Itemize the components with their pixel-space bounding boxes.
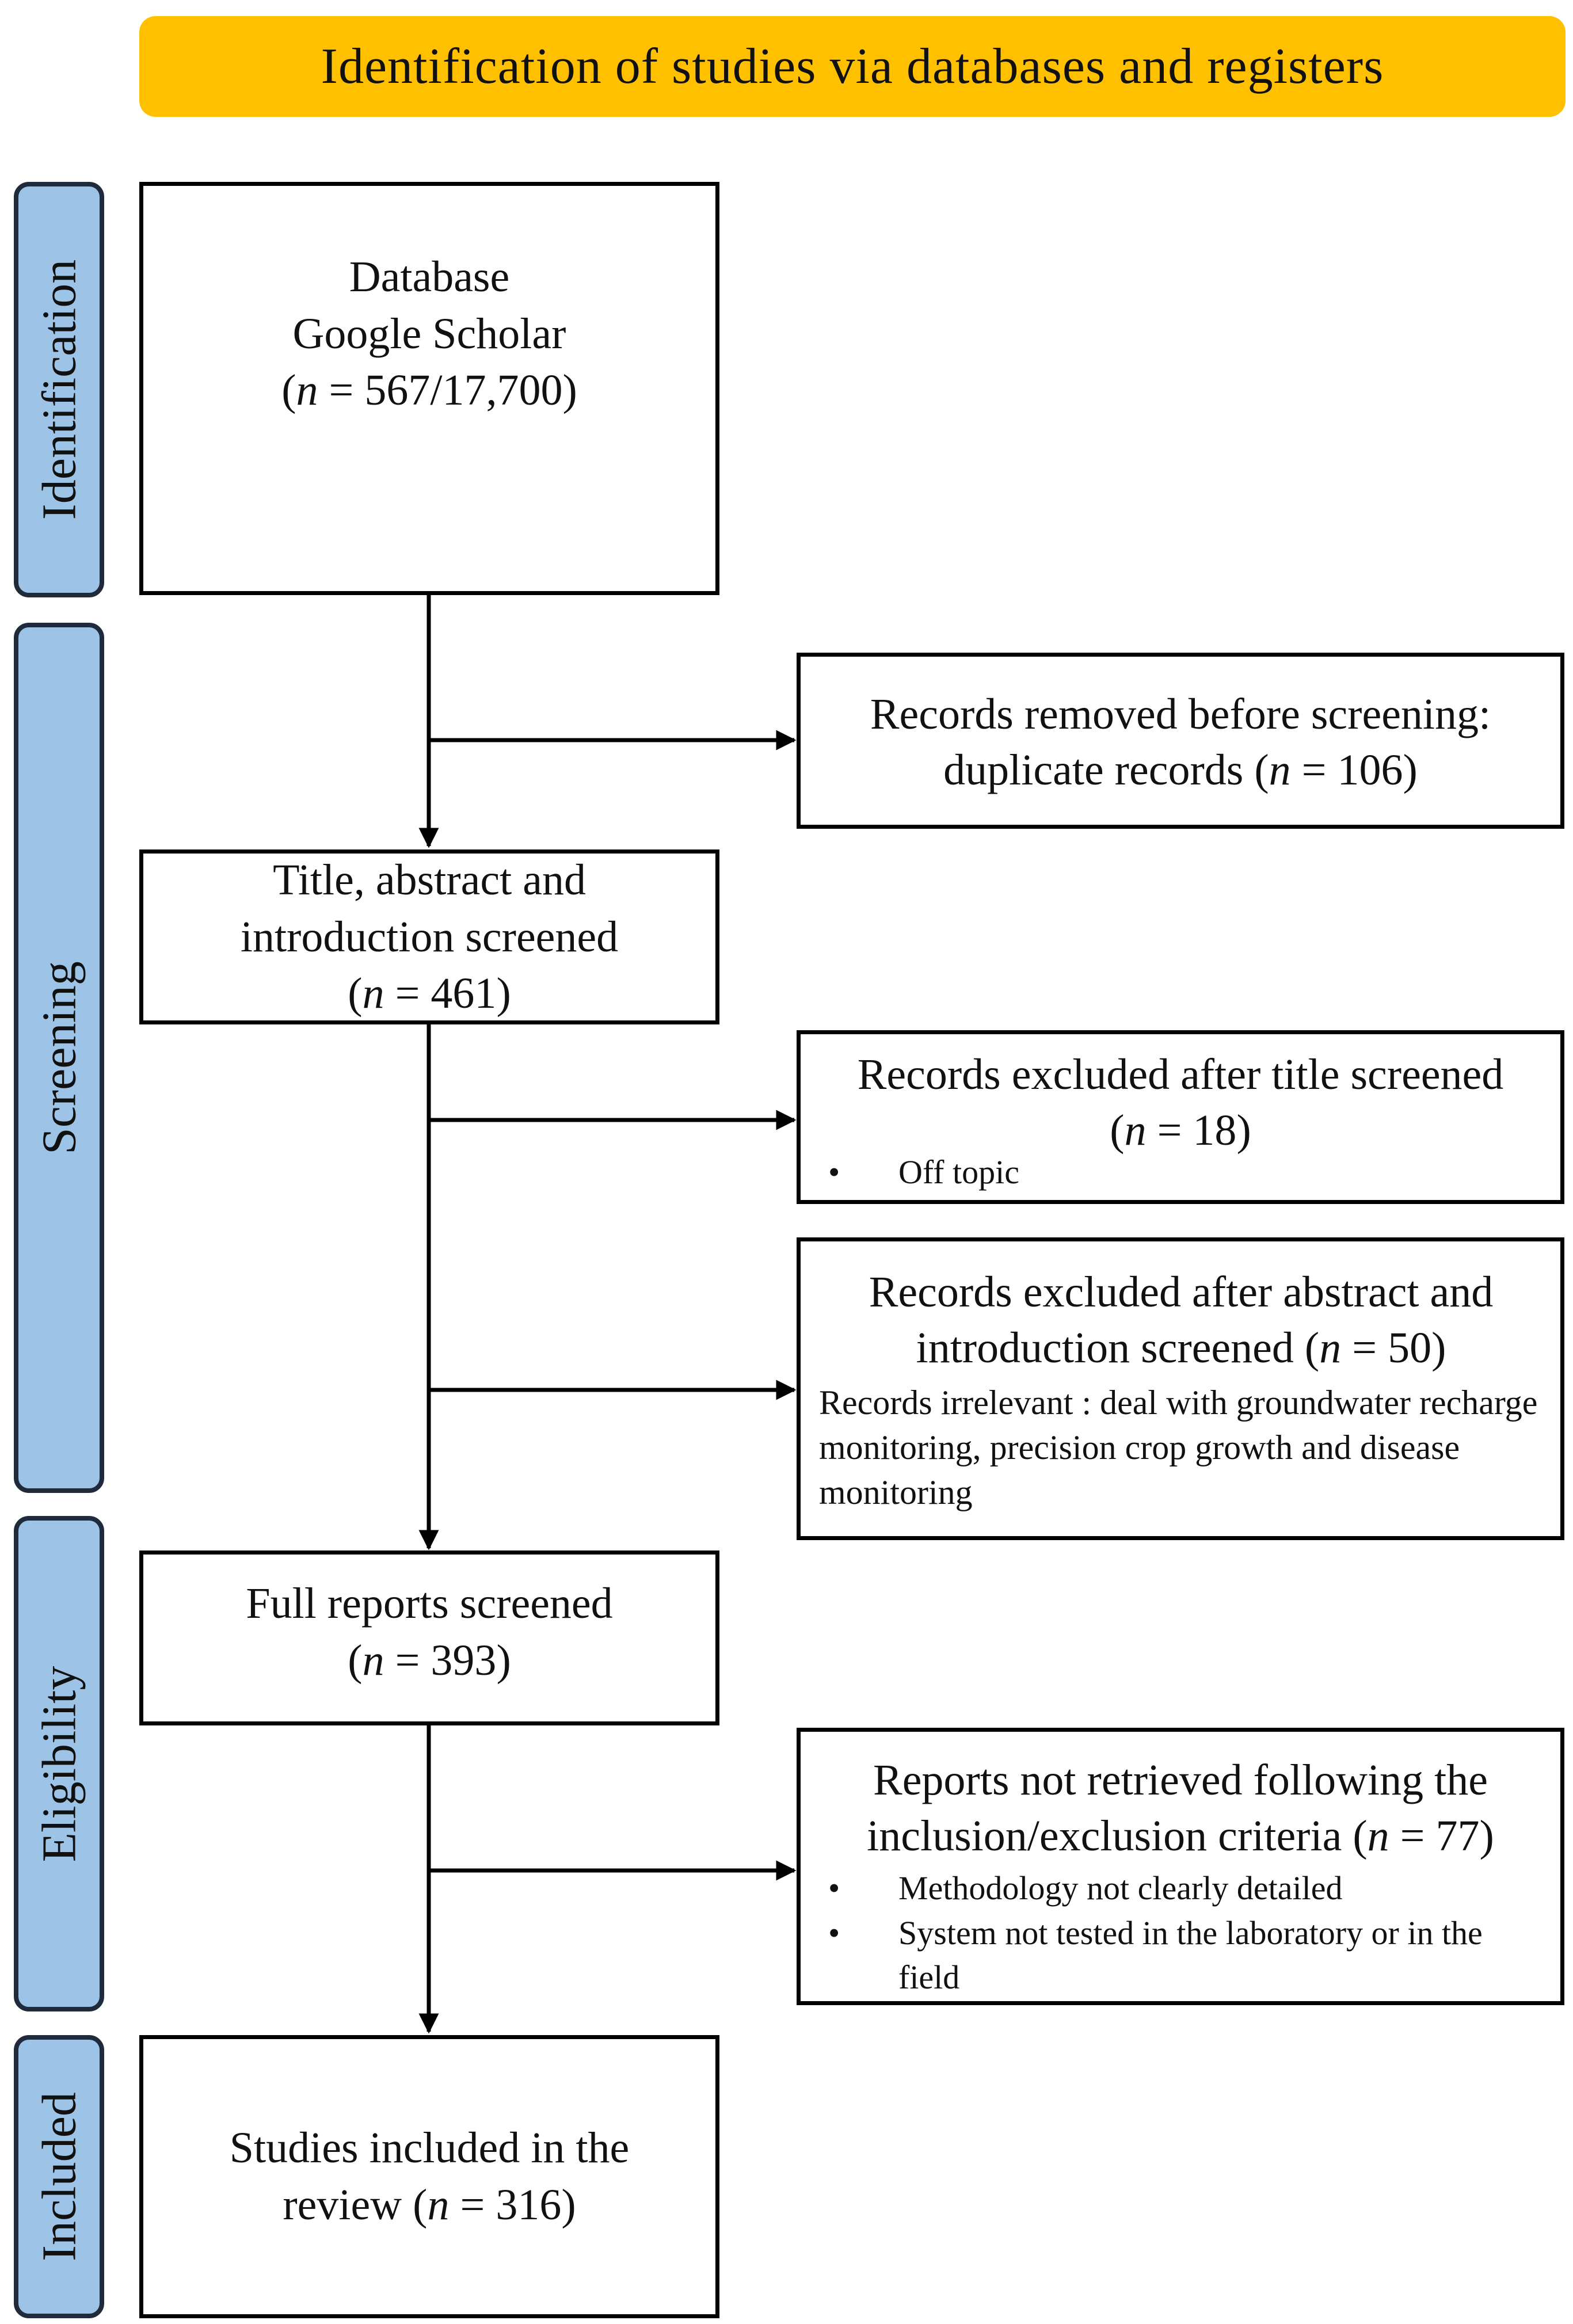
excluded-title-n-label: n (1124, 1106, 1147, 1155)
box-full-reports: Full reports screened (n = 393) (139, 1550, 719, 1725)
excluded-title-n-value: = 18 (1157, 1106, 1237, 1155)
stage-identification: Identification (14, 182, 104, 597)
included-n-value: = 316 (460, 2181, 562, 2229)
stage-eligibility: Eligibility (14, 1516, 104, 2011)
excluded-title-bullets: • Off topic (818, 1150, 1543, 1195)
bullet-item: • Off topic (818, 1150, 1543, 1195)
included-line1: Studies included in the (229, 2124, 630, 2173)
database-n-value: = 567/17,700 (329, 366, 563, 415)
removed-line2-prefix: duplicate records (943, 745, 1244, 794)
screened-line1: Title, abstract and (273, 855, 586, 904)
screened-count: (n = 461) (348, 969, 511, 1018)
included-line2-prefix: review (283, 2181, 402, 2229)
not-retrieved-n-value: = 77 (1400, 1811, 1480, 1860)
removed-n-label: n (1269, 745, 1291, 794)
bullet-text: Off topic (898, 1153, 1019, 1191)
screened-line2: introduction screened (240, 912, 619, 961)
excluded-title-count: (n = 18) (1110, 1106, 1251, 1155)
bullet-dot: • (828, 1914, 840, 1952)
excluded-title-line1: Records excluded after title screened (857, 1050, 1504, 1099)
removed-line2: duplicate records (n = 106) (943, 745, 1418, 794)
database-n-label: n (296, 366, 318, 415)
box-not-retrieved: Reports not retrieved following the incl… (797, 1728, 1564, 2005)
stage-included: Included (14, 2035, 104, 2318)
database-line2: Google Scholar (292, 309, 566, 358)
not-retrieved-n-label: n (1367, 1811, 1389, 1860)
excluded-abstract-note: Records irrelevant : deal with groundwat… (819, 1384, 1538, 1512)
included-n-label: n (427, 2181, 450, 2229)
bullet-dot: • (828, 1869, 840, 1907)
database-count: (n = 567/17,700) (281, 366, 577, 415)
excluded-abstract-line1: Records excluded after abstract and (869, 1268, 1494, 1316)
excluded-abstract-n-value: = 50 (1352, 1323, 1432, 1372)
database-line1: Database (349, 252, 510, 301)
excluded-abstract-line2-prefix: introduction screened (916, 1323, 1294, 1372)
full-reports-line1: Full reports screened (246, 1579, 613, 1628)
included-line2: review (n = 316) (283, 2181, 576, 2229)
bullet-text: System not tested in the laboratory or i… (898, 1914, 1483, 1997)
screened-n-value: = 461 (395, 969, 497, 1018)
bullet-item: • Methodology not clearly detailed (818, 1866, 1543, 1911)
not-retrieved-line2: inclusion/exclusion criteria (n = 77) (867, 1811, 1494, 1860)
full-reports-n-value: = 393 (395, 1636, 497, 1685)
not-retrieved-bullets: • Methodology not clearly detailed • Syste… (818, 1866, 1543, 2000)
box-records-removed: Records removed before screening: duplic… (797, 653, 1564, 829)
bullet-dot: • (828, 1153, 840, 1191)
header-title: Identification of studies via databases … (321, 39, 1384, 94)
box-screened: Title, abstract and introduction screene… (139, 849, 719, 1024)
bullet-text: Methodology not clearly detailed (898, 1869, 1343, 1907)
header-banner: Identification of studies via databases … (139, 16, 1566, 117)
removed-n-value: = 106 (1301, 745, 1403, 794)
box-excluded-title: Records excluded after title screened (n… (797, 1030, 1564, 1204)
not-retrieved-line2-prefix: inclusion/exclusion criteria (867, 1811, 1342, 1860)
stage-screening: Screening (14, 623, 104, 1493)
full-reports-count: (n = 393) (348, 1636, 511, 1685)
bullet-item: • System not tested in the laboratory or … (818, 1911, 1543, 2000)
removed-line1: Records removed before screening: (870, 690, 1491, 738)
excluded-abstract-n-label: n (1319, 1323, 1342, 1372)
box-excluded-abstract: Records excluded after abstract and intr… (797, 1237, 1564, 1540)
box-database: Database Google Scholar (n = 567/17,700) (139, 182, 719, 595)
box-included: Studies included in the review (n = 316) (139, 2035, 719, 2318)
screened-n-label: n (362, 969, 384, 1018)
not-retrieved-line1: Reports not retrieved following the (873, 1756, 1488, 1804)
excluded-abstract-line2: introduction screened (n = 50) (916, 1323, 1446, 1372)
full-reports-n-label: n (362, 1636, 384, 1685)
